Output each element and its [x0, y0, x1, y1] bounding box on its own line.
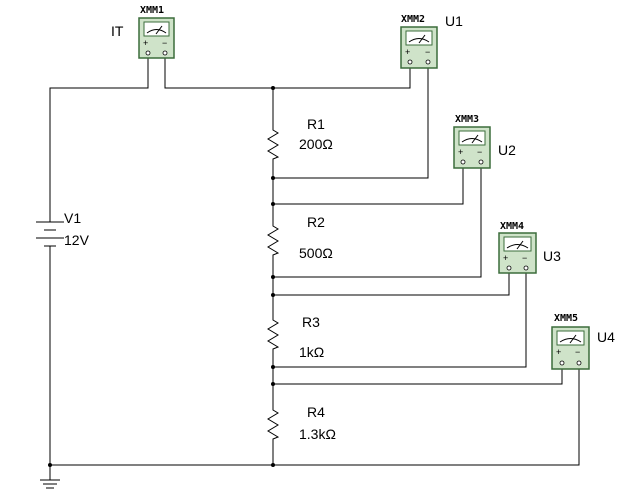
svg-text:−: − [477, 147, 482, 157]
multimeter-icon: + − [498, 232, 537, 274]
meter-tag: XMM4 [500, 221, 524, 232]
resistor-name: R4 [307, 404, 325, 420]
junctions [48, 86, 275, 467]
junction-dot [271, 275, 275, 279]
resistor-value: 200Ω [299, 136, 333, 152]
svg-text:−: − [522, 253, 527, 263]
junction-dot [271, 382, 275, 386]
dc-source-v1[interactable]: V1 12V [36, 210, 90, 252]
svg-text:+: + [556, 347, 561, 357]
multimeter-icon: + − [551, 326, 590, 370]
meter-label: U4 [597, 329, 615, 345]
junction-dot [271, 202, 275, 206]
resistor-icon [267, 406, 280, 442]
junction-dot [48, 463, 52, 467]
multimeter-xmm2[interactable]: XMM2 U1 + − [400, 13, 463, 69]
wire-xmm4-plus [273, 270, 510, 296]
junction-dot [271, 176, 275, 180]
junction-dot [271, 86, 275, 90]
multimeter-xmm4[interactable]: XMM4 U3 + − [498, 221, 561, 274]
meter-tag: XMM5 [554, 313, 578, 324]
meter-tag: XMM2 [401, 14, 425, 25]
multimeter-icon: + − [138, 17, 175, 59]
resistor-r1[interactable]: R1 200Ω [267, 116, 333, 162]
junction-dot [271, 463, 275, 467]
meter-label: IT [111, 23, 124, 39]
meter-label: U1 [445, 13, 463, 29]
resistor-icon [267, 126, 280, 162]
svg-text:+: + [405, 47, 410, 57]
meter-tag: XMM3 [455, 114, 479, 125]
resistor-value: 1kΩ [299, 344, 324, 360]
wire-bottom-return [50, 367, 580, 466]
resistor-r2[interactable]: R2 500Ω [267, 214, 333, 261]
junction-dot [271, 365, 275, 369]
svg-text:+: + [143, 38, 148, 48]
svg-text:+: + [503, 253, 508, 263]
svg-text:+: + [458, 147, 463, 157]
source-name: V1 [64, 210, 81, 226]
meter-tag: XMM1 [140, 5, 164, 16]
wire-xmm2-minus [273, 66, 429, 179]
multimeter-xmm1[interactable]: XMM1 IT + − [111, 5, 175, 59]
meter-label: U2 [498, 142, 516, 158]
resistor-name: R1 [307, 116, 325, 132]
svg-text:−: − [425, 47, 430, 57]
resistor-value: 1.3kΩ [299, 426, 336, 442]
resistor-icon [267, 316, 280, 352]
multimeter-xmm5[interactable]: XMM5 U4 + − [551, 313, 615, 370]
wire-xmm3-plus [273, 166, 464, 205]
wire-left-rail-top [49, 58, 149, 222]
meter-label: U3 [543, 248, 561, 264]
wire-xmm5-plus [273, 367, 563, 385]
ground-icon [40, 479, 60, 489]
multimeter-xmm3[interactable]: XMM3 U2 + − [453, 114, 516, 169]
resistor-icon [267, 222, 280, 258]
wire-xmm2-plus [273, 66, 411, 89]
resistor-r4[interactable]: R4 1.3kΩ [267, 404, 336, 442]
svg-text:−: − [575, 347, 580, 357]
resistor-value: 500Ω [299, 245, 333, 261]
wire-xmm3-minus [273, 166, 482, 278]
multimeter-icon: + − [453, 126, 491, 169]
resistor-name: R3 [302, 314, 320, 330]
resistor-name: R2 [307, 214, 325, 230]
dc-source-icon [36, 221, 64, 252]
wire-xmm1-to-main [164, 58, 273, 89]
svg-text:−: − [162, 38, 167, 48]
source-value: 12V [64, 232, 90, 248]
wire-xmm4-minus [273, 270, 527, 368]
resistor-r3[interactable]: R3 1kΩ [267, 314, 324, 360]
multimeter-icon: + − [400, 26, 438, 69]
junction-dot [271, 293, 275, 297]
wires [49, 58, 580, 480]
